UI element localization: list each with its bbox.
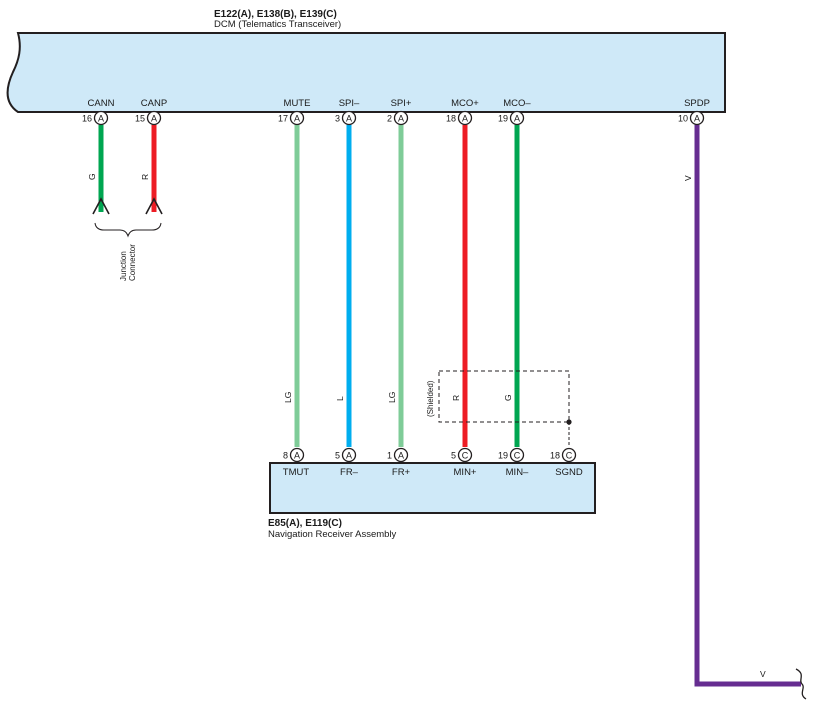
dcm-pin-label-spi-plus: SPI+ bbox=[391, 98, 412, 109]
dcm-pin-mco-minus: A 19 bbox=[498, 110, 525, 126]
nav-pin-label-fr-plus: FR+ bbox=[392, 467, 411, 478]
nav-pin-min-plus: C 5 bbox=[451, 447, 473, 463]
dcm-pin-conn-mco-minus: A bbox=[514, 114, 520, 124]
junction-arrow-cann bbox=[92, 197, 110, 215]
dcm-pin-label-spdp: SPDP bbox=[684, 98, 710, 109]
nav-box bbox=[269, 462, 596, 514]
dcm-pin-label-cann: CANN bbox=[88, 98, 115, 109]
nav-name: Navigation Receiver Assembly bbox=[268, 529, 397, 540]
wire-color-spdp: V bbox=[683, 175, 693, 181]
dcm-pin-conn-mco-plus: A bbox=[462, 114, 468, 124]
wire-color-spi-minus: L bbox=[335, 396, 345, 401]
nav-pin-number-sgnd: 18 bbox=[550, 451, 560, 461]
dcm-pin-number-cann: 16 bbox=[82, 114, 92, 124]
wire-color-mute: LG bbox=[283, 392, 293, 403]
nav-pin-number-fr-minus: 5 bbox=[335, 451, 340, 461]
nav-pin-label-tmut: TMUT bbox=[283, 467, 310, 478]
dcm-pin-number-spdp: 10 bbox=[678, 114, 688, 124]
nav-pin-number-min-plus: 5 bbox=[451, 451, 456, 461]
dcm-pin-conn-spi-plus: A bbox=[398, 114, 404, 124]
dcm-name: DCM (Telematics Transceiver) bbox=[214, 19, 341, 30]
dcm-pin-spi-minus: A 3 bbox=[335, 110, 357, 126]
dcm-pin-spdp: A 10 bbox=[678, 110, 705, 126]
dcm-pin-number-mco-plus: 18 bbox=[446, 114, 456, 124]
nav-pin-conn-min-plus: C bbox=[462, 451, 469, 461]
nav-pin-fr-minus: A 5 bbox=[335, 447, 357, 463]
dcm-pin-canp: A 15 bbox=[135, 110, 162, 126]
wire-color-spdp-bottom: V bbox=[760, 669, 766, 679]
nav-pin-tmut: A 8 bbox=[283, 447, 305, 463]
shield-junction-dot bbox=[566, 419, 572, 425]
dcm-pin-number-canp: 15 bbox=[135, 114, 145, 124]
nav-pin-label-min-minus: MIN– bbox=[506, 467, 529, 478]
dcm-pin-label-canp: CANP bbox=[141, 98, 167, 109]
dcm-pin-number-mute: 17 bbox=[278, 114, 288, 124]
junction-connector-label-line2: Connector bbox=[128, 244, 137, 281]
dcm-pin-number-spi-plus: 2 bbox=[387, 114, 392, 124]
dcm-pin-label-mco-plus: MCO+ bbox=[451, 98, 479, 109]
junction-bracket bbox=[94, 222, 162, 238]
shield-box bbox=[438, 370, 570, 423]
dcm-pin-spi-plus: A 2 bbox=[387, 110, 409, 126]
nav-pin-label-min-plus: MIN+ bbox=[454, 467, 477, 478]
dcm-pin-conn-mute: A bbox=[294, 114, 300, 124]
nav-pin-conn-fr-minus: A bbox=[346, 451, 352, 461]
dcm-pin-conn-cann: A bbox=[98, 114, 104, 124]
nav-pin-conn-fr-plus: A bbox=[398, 451, 404, 461]
dcm-box bbox=[6, 32, 726, 113]
wire-color-spi-plus: LG bbox=[387, 392, 397, 403]
nav-pin-conn-min-minus: C bbox=[514, 451, 521, 461]
junction-arrow-canp bbox=[145, 197, 163, 215]
wire-color-canp: R bbox=[140, 174, 150, 180]
nav-pin-number-min-minus: 19 bbox=[498, 451, 508, 461]
dcm-pin-label-mute: MUTE bbox=[284, 98, 311, 109]
dcm-pin-mco-plus: A 18 bbox=[446, 110, 473, 126]
wire-color-mco-minus: G bbox=[503, 394, 513, 401]
nav-pin-fr-plus: A 1 bbox=[387, 447, 409, 463]
dcm-pin-conn-canp: A bbox=[151, 114, 157, 124]
nav-pin-conn-sgnd: C bbox=[566, 451, 573, 461]
dcm-pin-cann: A 16 bbox=[82, 110, 109, 126]
wire-break-mark bbox=[795, 668, 807, 700]
nav-pin-number-tmut: 8 bbox=[283, 451, 288, 461]
dcm-pin-number-spi-minus: 3 bbox=[335, 114, 340, 124]
nav-pin-min-minus: C 19 bbox=[498, 447, 525, 463]
dcm-pin-label-mco-minus: MCO– bbox=[503, 98, 531, 109]
dcm-pin-conn-spdp: A bbox=[694, 114, 700, 124]
junction-connector-label-line1: Junction bbox=[119, 251, 128, 281]
shield-label: (Shielded) bbox=[426, 380, 435, 417]
nav-pin-sgnd: C 18 bbox=[550, 447, 577, 463]
nav-connectors-title: E85(A), E119(C) bbox=[268, 518, 342, 529]
dcm-pin-conn-spi-minus: A bbox=[346, 114, 352, 124]
wire-color-mco-plus: R bbox=[451, 395, 461, 401]
dcm-pin-mute: A 17 bbox=[278, 110, 305, 126]
wire-color-cann: G bbox=[87, 173, 97, 180]
nav-pin-conn-tmut: A bbox=[294, 451, 300, 461]
nav-pin-label-sgnd: SGND bbox=[555, 467, 583, 478]
dcm-pin-number-mco-minus: 19 bbox=[498, 114, 508, 124]
nav-pin-label-fr-minus: FR– bbox=[340, 467, 359, 478]
dcm-connectors-title: E122(A), E138(B), E139(C) bbox=[214, 9, 337, 20]
dcm-pin-label-spi-minus: SPI– bbox=[339, 98, 360, 109]
nav-pin-number-fr-plus: 1 bbox=[387, 451, 392, 461]
wire-spdp bbox=[694, 125, 801, 687]
